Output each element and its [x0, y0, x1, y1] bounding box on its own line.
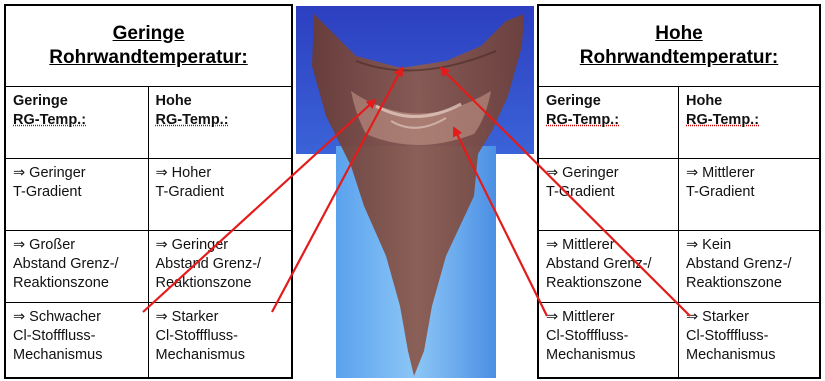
right-header-cell-low-rg: Geringe RG-Temp.:: [539, 86, 679, 158]
cell-text: Cl-Stofffluss-: [156, 327, 292, 346]
right-table-title: Hohe Rohrwandtemperatur:: [539, 6, 819, 87]
table-cell: ⇒ Mittlerer Abstand Grenz-/ Reaktionszon…: [539, 230, 679, 302]
cell-text: RG-Temp.:: [156, 111, 292, 130]
cell-text: Cl-Stofffluss-: [13, 327, 148, 346]
cell-text: ⇒ Großer: [13, 236, 148, 255]
cell-text: ⇒ Kein: [686, 236, 819, 255]
cell-text: Abstand Grenz-/: [156, 255, 292, 274]
cell-text: T-Gradient: [686, 183, 819, 202]
left-header-cell-high-rg: Hohe RG-Temp.:: [149, 86, 292, 158]
right-row-gradient: ⇒ Geringer T-Gradient ⇒ Mittlerer T-Grad…: [539, 158, 819, 231]
cell-text: RG-Temp.:: [13, 111, 148, 130]
table-cell: ⇒ Kein Abstand Grenz-/ Reaktionszone: [679, 230, 819, 302]
cell-text: Mechanismus: [156, 346, 292, 365]
cell-text: T-Gradient: [156, 183, 292, 202]
right-table: Hohe Rohrwandtemperatur: Geringe RG-Temp…: [537, 4, 821, 379]
left-title-line2: Rohrwandtemperatur:: [49, 46, 247, 70]
specimen-photo: [296, 6, 534, 378]
cell-text: Mechanismus: [686, 346, 819, 365]
cell-text: Reaktionszone: [13, 274, 148, 293]
cell-text: Abstand Grenz-/: [13, 255, 148, 274]
cell-text: Mechanismus: [13, 346, 148, 365]
right-row-flux: ⇒ Mittlerer Cl-Stofffluss- Mechanismus ⇒…: [539, 302, 819, 377]
cell-text: ⇒ Hoher: [156, 164, 292, 183]
left-table-title: Geringe Rohrwandtemperatur:: [6, 6, 291, 87]
table-cell: ⇒ Geringer T-Gradient: [6, 158, 149, 230]
cell-text: T-Gradient: [13, 183, 148, 202]
cell-text: Reaktionszone: [156, 274, 292, 293]
left-table: Geringe Rohrwandtemperatur: Geringe RG-T…: [4, 4, 293, 379]
left-title-line1: Geringe: [113, 22, 185, 46]
cell-text: ⇒ Mittlerer: [546, 236, 678, 255]
cell-text: ⇒ Mittlerer: [686, 164, 819, 183]
left-row-flux: ⇒ Schwacher Cl-Stofffluss- Mechanismus ⇒…: [6, 302, 291, 377]
cell-text: Abstand Grenz-/: [546, 255, 678, 274]
table-cell: ⇒ Hoher T-Gradient: [149, 158, 292, 230]
cell-text: Hohe: [686, 92, 819, 111]
cell-text: ⇒ Starker: [156, 308, 292, 327]
right-header-cell-high-rg: Hohe RG-Temp.:: [679, 86, 819, 158]
cell-text: Geringe: [546, 92, 678, 111]
cell-text: RG-Temp.:: [686, 111, 819, 130]
right-header-row: Geringe RG-Temp.: Hohe RG-Temp.:: [539, 86, 819, 159]
right-title-line2: Rohrwandtemperatur:: [580, 46, 778, 70]
cell-text: T-Gradient: [546, 183, 678, 202]
cell-text: Cl-Stofffluss-: [546, 327, 678, 346]
cell-text: RG-Temp.:: [546, 111, 678, 130]
right-title-line1: Hohe: [655, 22, 703, 46]
left-row-gradient: ⇒ Geringer T-Gradient ⇒ Hoher T-Gradient: [6, 158, 291, 231]
table-cell: ⇒ Mittlerer Cl-Stofffluss- Mechanismus: [539, 302, 679, 377]
cell-text: Abstand Grenz-/: [686, 255, 819, 274]
cell-text: ⇒ Geringer: [13, 164, 148, 183]
table-cell: ⇒ Mittlerer T-Gradient: [679, 158, 819, 230]
cell-text: Reaktionszone: [546, 274, 678, 293]
table-cell: ⇒ Geringer T-Gradient: [539, 158, 679, 230]
cell-text: Cl-Stofffluss-: [686, 327, 819, 346]
cell-text: Mechanismus: [546, 346, 678, 365]
left-header-cell-low-rg: Geringe RG-Temp.:: [6, 86, 149, 158]
left-row-distance: ⇒ Großer Abstand Grenz-/ Reaktionszone ⇒…: [6, 230, 291, 303]
left-header-row: Geringe RG-Temp.: Hohe RG-Temp.:: [6, 86, 291, 159]
right-row-distance: ⇒ Mittlerer Abstand Grenz-/ Reaktionszon…: [539, 230, 819, 303]
cell-text: ⇒ Schwacher: [13, 308, 148, 327]
table-cell: ⇒ Geringer Abstand Grenz-/ Reaktionszone: [149, 230, 292, 302]
table-cell: ⇒ Großer Abstand Grenz-/ Reaktionszone: [6, 230, 149, 302]
table-cell: ⇒ Starker Cl-Stofffluss- Mechanismus: [149, 302, 292, 377]
cell-text: ⇒ Starker: [686, 308, 819, 327]
cell-text: ⇒ Geringer: [546, 164, 678, 183]
cell-text: Hohe: [156, 92, 292, 111]
table-cell: ⇒ Starker Cl-Stofffluss- Mechanismus: [679, 302, 819, 377]
cell-text: Geringe: [13, 92, 148, 111]
cell-text: Reaktionszone: [686, 274, 819, 293]
table-cell: ⇒ Schwacher Cl-Stofffluss- Mechanismus: [6, 302, 149, 377]
cell-text: ⇒ Mittlerer: [546, 308, 678, 327]
cell-text: ⇒ Geringer: [156, 236, 292, 255]
